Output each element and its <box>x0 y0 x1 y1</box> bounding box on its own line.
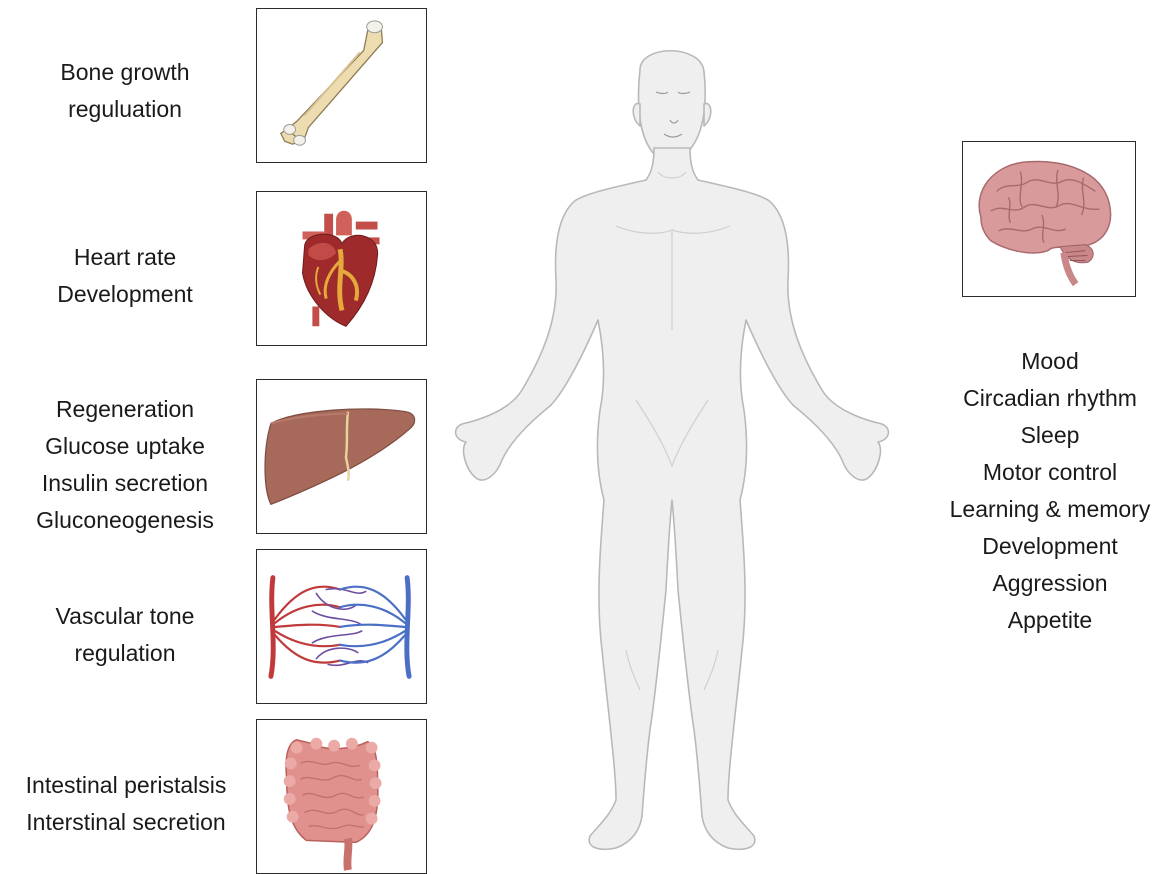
brain-function-line: Aggression <box>935 565 1165 602</box>
brain-function-line: Motor control <box>935 454 1165 491</box>
femur-bone-icon <box>257 9 426 162</box>
intestine-panel <box>256 719 427 874</box>
brain-function-line: Development <box>935 528 1165 565</box>
brain-functions-label: Mood Circadian rhythm Sleep Motor contro… <box>935 343 1165 639</box>
liver-function-line: Insulin secretion <box>0 465 250 502</box>
liver-function-line: Regeneration <box>0 391 250 428</box>
brain-panel <box>962 141 1136 297</box>
vessel-function-line: Vascular tone <box>0 598 250 635</box>
heart-function-line: Heart rate <box>0 239 250 276</box>
liver-icon <box>257 380 426 533</box>
brain-function-line: Circadian rhythm <box>935 380 1165 417</box>
liver-function-line: Gluconeogenesis <box>0 502 250 539</box>
bone-function-line: Bone growth <box>0 54 250 91</box>
heart-function-line: Development <box>0 276 250 313</box>
heart-icon <box>257 192 426 345</box>
bone-functions-label: Bone growth reguluation <box>0 54 250 128</box>
vessels-panel <box>256 549 427 704</box>
heart-panel <box>256 191 427 346</box>
liver-function-line: Glucose uptake <box>0 428 250 465</box>
human-body-icon <box>440 30 910 869</box>
intestine-icon <box>257 720 426 873</box>
brain-function-line: Learning & memory <box>935 491 1165 528</box>
vessel-functions-label: Vascular tone regulation <box>0 598 250 672</box>
heart-functions-label: Heart rate Development <box>0 239 250 313</box>
liver-panel <box>256 379 427 534</box>
brain-icon <box>963 142 1135 296</box>
liver-functions-label: Regeneration Glucose uptake Insulin secr… <box>0 391 250 539</box>
intestine-function-line: Interstinal secretion <box>0 804 252 841</box>
intestine-functions-label: Intestinal peristalsis Interstinal secre… <box>0 767 252 841</box>
vessel-function-line: regulation <box>0 635 250 672</box>
brain-function-line: Mood <box>935 343 1165 380</box>
brain-function-line: Sleep <box>935 417 1165 454</box>
bone-function-line: reguluation <box>0 91 250 128</box>
brain-function-line: Appetite <box>935 602 1165 639</box>
intestine-function-line: Intestinal peristalsis <box>0 767 252 804</box>
blood-vessels-icon <box>257 550 426 703</box>
bone-panel <box>256 8 427 163</box>
